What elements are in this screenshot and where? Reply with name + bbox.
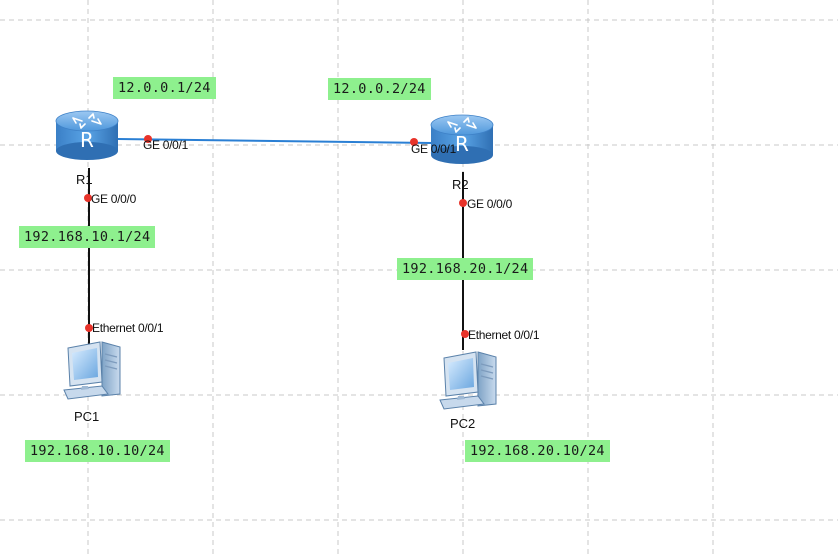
ip-label-r2-ge000[interactable]: 192.168.20.1/24 (397, 258, 534, 280)
port-label-r2-ge001: GE 0/0/1 (411, 142, 456, 156)
pc-icon (63, 341, 121, 400)
router-icon (430, 114, 494, 165)
device-name-r1: R1 (76, 172, 93, 187)
ip-label-pc1[interactable]: 192.168.10.10/24 (25, 440, 170, 462)
port-dots (84, 135, 469, 338)
port-label-pc1-eth: Ethernet 0/0/1 (92, 321, 164, 335)
ip-label-r1-ge001[interactable]: 12.0.0.1/24 (113, 77, 216, 99)
port-dot-pc1-eth[interactable] (85, 324, 93, 332)
pc-pc2[interactable] (439, 351, 497, 410)
port-label-pc2-eth: Ethernet 0/0/1 (468, 328, 540, 342)
port-label-r1-ge001: GE 0/0/1 (143, 138, 188, 152)
port-dot-r2-ge000[interactable] (459, 199, 467, 207)
pc-icon (439, 351, 497, 410)
device-name-pc2: PC2 (450, 416, 476, 431)
ip-label-pc2[interactable]: 192.168.20.10/24 (465, 440, 610, 462)
port-dot-r1-ge000[interactable] (84, 194, 92, 202)
port-dot-r2-ge001[interactable] (410, 138, 418, 146)
router-icon (55, 110, 119, 161)
ip-label-r2-ge001[interactable]: 12.0.0.2/24 (328, 78, 431, 100)
port-dot-pc2-eth[interactable] (461, 330, 469, 338)
router-r1[interactable] (55, 110, 119, 161)
port-dot-r1-ge001[interactable] (144, 135, 152, 143)
device-name-pc1: PC1 (74, 409, 100, 424)
pc-pc1[interactable] (63, 341, 121, 400)
router-r2[interactable] (430, 114, 494, 165)
port-label-r1-ge000: GE 0/0/0 (91, 192, 136, 206)
port-label-r2-ge000: GE 0/0/0 (467, 197, 512, 211)
device-name-r2: R2 (452, 177, 469, 192)
link-r1-r2 (117, 138, 433, 144)
ip-label-r1-ge000[interactable]: 192.168.10.1/24 (19, 226, 156, 248)
